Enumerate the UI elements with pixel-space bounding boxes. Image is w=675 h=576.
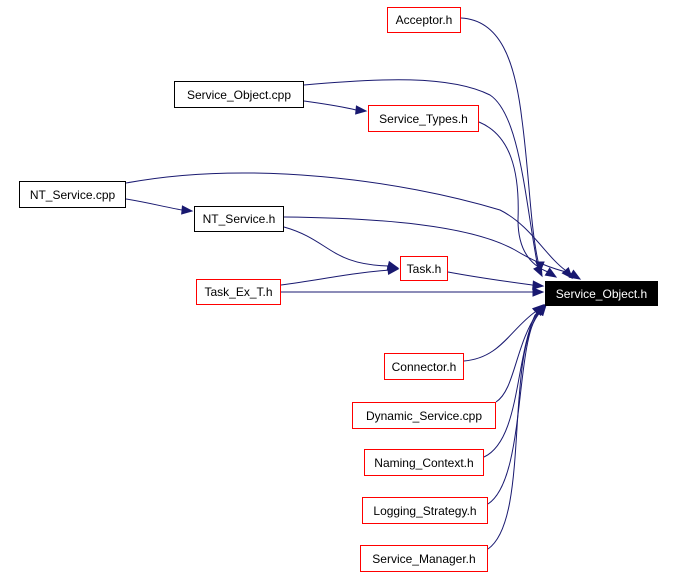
edge-tail: [534, 311, 539, 316]
node-task-ex-t[interactable]: Task_Ex_T.h: [196, 279, 281, 305]
node-label: Service_Manager.h: [372, 551, 476, 566]
node-label: Service_Object.h: [555, 286, 648, 301]
edge-nt_service_h-to-task_h: [283, 226, 391, 267]
node-service-types[interactable]: Service_Types.h: [368, 105, 479, 132]
node-acceptor[interactable]: Acceptor.h: [387, 7, 461, 33]
node-connector[interactable]: Connector.h: [384, 353, 464, 380]
node-service-object-h[interactable]: Service_Object.h: [545, 281, 658, 306]
node-service-object-cpp[interactable]: Service_Object.cpp: [174, 81, 304, 108]
node-label: Logging_Strategy.h: [373, 503, 477, 518]
node-label: Task_Ex_T.h: [204, 285, 273, 299]
edge-task_ex_t-to-task_h: [280, 269, 391, 286]
arrowhead-icon: [355, 105, 368, 115]
node-label: Naming_Context.h: [374, 455, 474, 470]
edge-tail: [536, 312, 540, 316]
node-label: NT_Service.h: [202, 212, 276, 226]
node-task-h[interactable]: Task.h: [400, 256, 448, 281]
node-label: Task.h: [406, 261, 442, 276]
arrowhead-icon: [535, 303, 547, 317]
arrowhead-icon: [544, 267, 558, 278]
node-label: NT_Service.cpp: [29, 187, 116, 202]
node-label: Service_Object.cpp: [186, 87, 292, 102]
edge-connector-to-root: [463, 311, 536, 362]
edge-nt_service_cpp-to-root: [125, 172, 566, 271]
node-service-manager[interactable]: Service_Manager.h: [360, 545, 488, 572]
edge-acceptor-to-root: [460, 17, 541, 271]
arrowhead-icon: [532, 287, 545, 297]
node-label: Acceptor.h: [395, 13, 453, 27]
edge-service_object_cpp-to-root: [303, 79, 539, 269]
edge-service_object_cpp-to-service_types: [303, 100, 357, 111]
node-label: Connector.h: [391, 359, 457, 374]
edge-service_types-to-root: [478, 121, 549, 273]
node-label: Service_Types.h: [379, 111, 468, 126]
arrowhead-icon: [532, 280, 545, 290]
node-nt-service-h[interactable]: NT_Service.h: [194, 206, 284, 232]
arrowhead-icon: [181, 205, 194, 215]
edge-nt_service_cpp-to-nt_service_h: [125, 198, 183, 211]
node-nt-service-cpp[interactable]: NT_Service.cpp: [19, 181, 126, 208]
edge-service_manager-to-root: [487, 314, 539, 550]
node-label: Dynamic_Service.cpp: [365, 408, 483, 423]
edge-nt_service_h-to-root: [283, 216, 571, 274]
node-logging-strategy[interactable]: Logging_Strategy.h: [362, 497, 488, 524]
arrowhead-icon: [568, 269, 582, 280]
node-naming-context[interactable]: Naming_Context.h: [364, 449, 484, 476]
arrowhead-icon: [386, 265, 400, 276]
edge-naming_context-to-root: [483, 314, 536, 458]
edge-task_h-to-root: [447, 271, 533, 286]
node-dynamic-service[interactable]: Dynamic_Service.cpp: [352, 402, 496, 429]
